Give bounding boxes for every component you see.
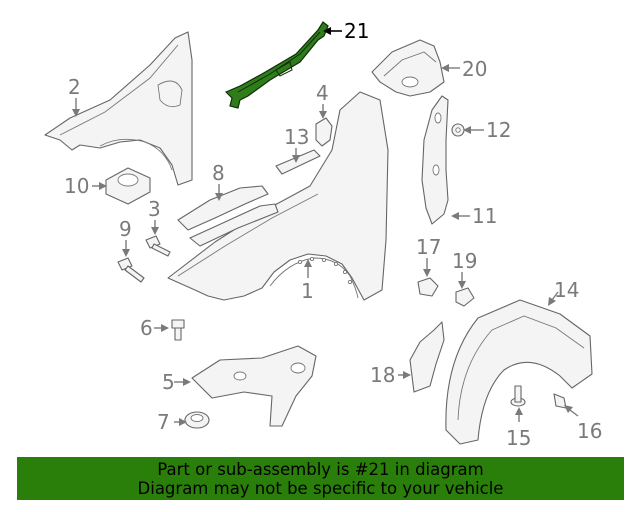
callout-7: 7 bbox=[157, 410, 170, 434]
part-9-bolt[interactable] bbox=[117, 257, 145, 283]
callout-18: 18 bbox=[370, 363, 395, 387]
callout-12: 12 bbox=[486, 118, 511, 142]
callout-17: 17 bbox=[416, 235, 441, 259]
part-17-clip[interactable] bbox=[417, 277, 439, 297]
part-4-clip[interactable] bbox=[315, 117, 333, 147]
callout-15: 15 bbox=[506, 426, 531, 450]
callout-6: 6 bbox=[140, 316, 153, 340]
part-15-fastener[interactable] bbox=[510, 385, 526, 407]
callout-9: 9 bbox=[119, 217, 132, 241]
footer-line-1: Part or sub-assembly is #21 in diagram bbox=[157, 460, 484, 479]
callout-5: 5 bbox=[162, 370, 175, 394]
part-12-clip[interactable] bbox=[451, 123, 465, 137]
callout-3: 3 bbox=[148, 197, 161, 221]
callout-19: 19 bbox=[452, 249, 477, 273]
callout-11: 11 bbox=[472, 204, 497, 228]
part-3-bolt[interactable] bbox=[145, 235, 171, 257]
callout-1: 1 bbox=[301, 279, 314, 303]
part-6-screw[interactable] bbox=[171, 319, 185, 341]
callout-4: 4 bbox=[316, 81, 329, 105]
parts-diagram: 21 20 2 4 12 13 8 10 3 11 9 17 19 1 14 6… bbox=[44, 19, 602, 450]
footer-banner: Part or sub-assembly is #21 in diagram D… bbox=[17, 457, 624, 500]
part-2-fender-small[interactable] bbox=[44, 31, 193, 186]
callout-10: 10 bbox=[64, 174, 89, 198]
part-7-grommet[interactable] bbox=[184, 411, 210, 429]
part-19-clip[interactable] bbox=[455, 287, 475, 307]
part-10-block[interactable] bbox=[105, 167, 151, 205]
part-16-fastener[interactable] bbox=[553, 393, 567, 409]
callout-2: 2 bbox=[68, 75, 81, 99]
callout-20: 20 bbox=[462, 57, 487, 81]
callout-14: 14 bbox=[554, 278, 579, 302]
part-13-pad[interactable] bbox=[275, 149, 321, 175]
part-1-fender[interactable] bbox=[167, 91, 389, 301]
callout-16: 16 bbox=[577, 419, 602, 443]
part-18-shield[interactable] bbox=[409, 321, 445, 393]
leader-lines bbox=[72, 27, 579, 426]
callout-21: 21 bbox=[344, 19, 369, 43]
callout-8: 8 bbox=[212, 161, 225, 185]
footer-line-2: Diagram may not be specific to your vehi… bbox=[137, 479, 504, 498]
callout-13: 13 bbox=[284, 125, 309, 149]
part-11-bracket[interactable] bbox=[421, 95, 449, 225]
part-20-shield[interactable] bbox=[371, 39, 445, 97]
part-14-liner[interactable] bbox=[445, 299, 593, 445]
part-5-brace[interactable] bbox=[191, 345, 317, 427]
part-21-bracket[interactable] bbox=[224, 21, 329, 109]
